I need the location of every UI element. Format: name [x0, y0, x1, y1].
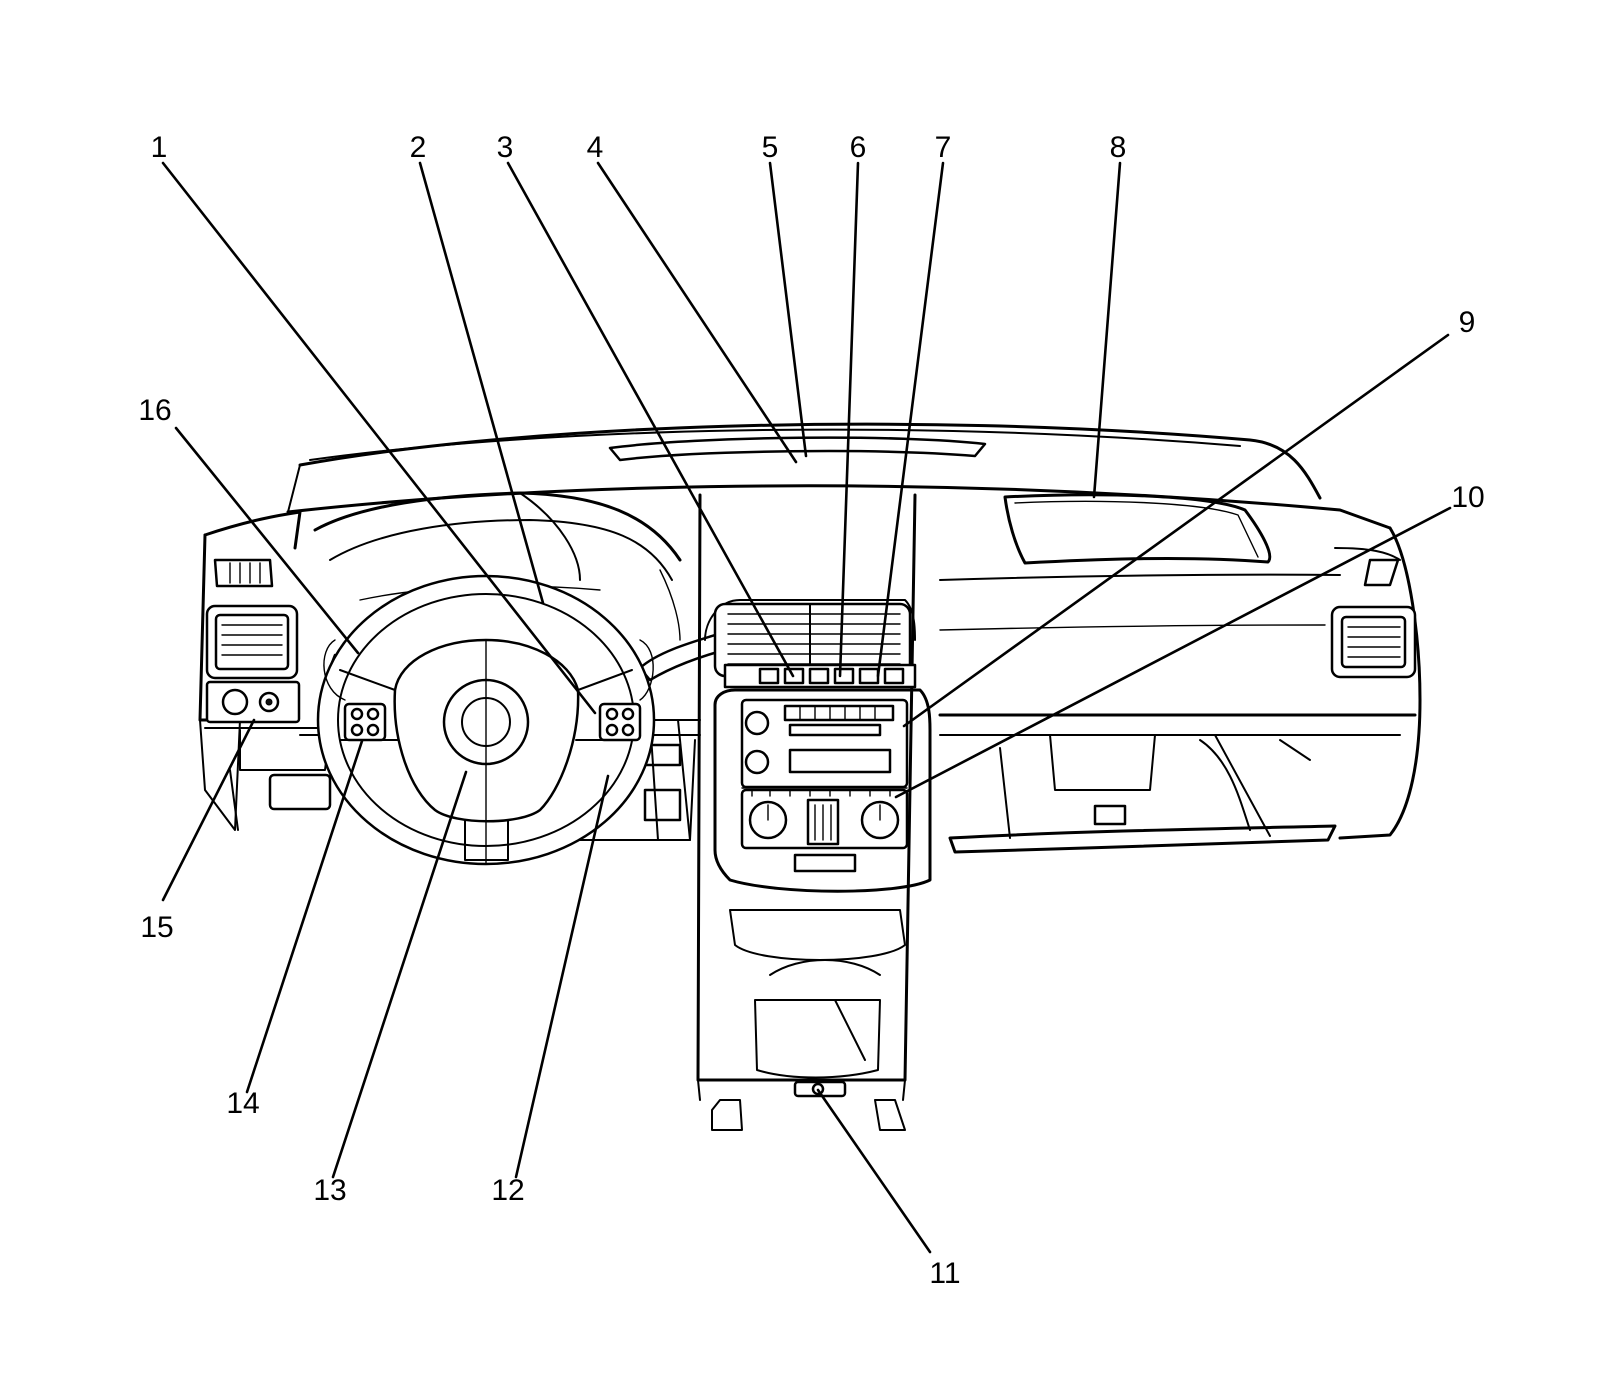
leader-9	[902, 333, 1450, 728]
callout-2: 2	[410, 131, 427, 164]
leader-5	[768, 161, 808, 458]
callout-labels: 1 2 3 4 5 6 7 8 9 10 11 12 13 14 15 16	[138, 131, 1484, 1290]
leader-6	[838, 161, 860, 678]
callout-9: 9	[1459, 306, 1476, 339]
callout-12: 12	[491, 1174, 524, 1207]
callout-8: 8	[1110, 131, 1127, 164]
callout-16: 16	[138, 394, 171, 427]
dashboard-outline	[198, 422, 1422, 1131]
leader-7	[876, 161, 945, 678]
callout-1: 1	[151, 131, 168, 164]
leader-12	[514, 774, 610, 1179]
callout-15: 15	[140, 911, 173, 944]
leader-10	[894, 506, 1452, 799]
leader-16	[174, 426, 360, 655]
leader-4	[596, 161, 798, 464]
callout-3: 3	[497, 131, 514, 164]
callout-13: 13	[313, 1174, 346, 1207]
leader-3	[506, 161, 795, 678]
leader-15	[161, 718, 256, 902]
callout-10: 10	[1451, 481, 1484, 514]
steering-wheel	[316, 574, 656, 866]
leader-14	[245, 739, 364, 1094]
callout-7: 7	[935, 131, 952, 164]
callout-11: 11	[929, 1257, 960, 1290]
leader-1	[161, 161, 597, 715]
leader-13	[331, 770, 468, 1179]
leader-8	[1092, 161, 1122, 499]
callout-14: 14	[226, 1087, 259, 1120]
callout-5: 5	[762, 131, 779, 164]
leader-2	[418, 161, 545, 605]
callout-4: 4	[587, 131, 604, 164]
leader-lines	[161, 161, 1452, 1254]
callout-6: 6	[850, 131, 867, 164]
leader-11	[816, 1088, 932, 1254]
